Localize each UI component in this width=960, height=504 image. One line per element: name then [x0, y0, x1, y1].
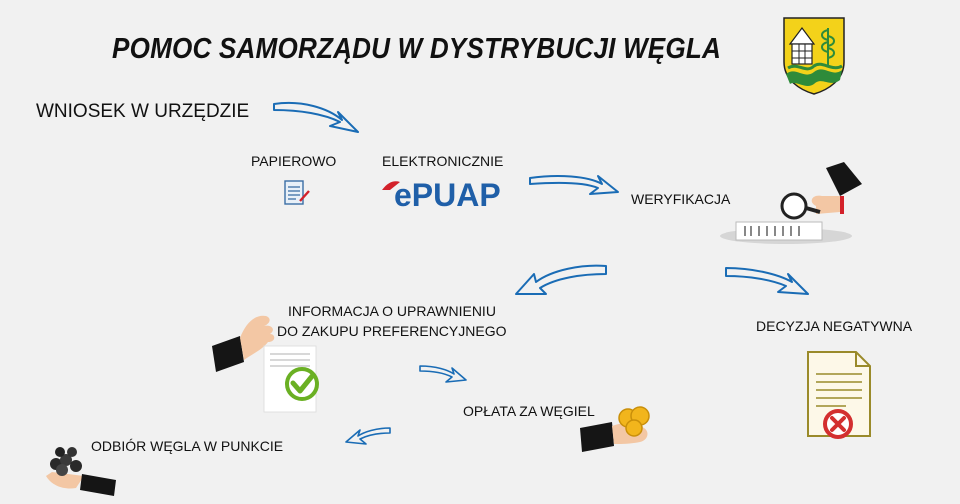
arrow-to-payment — [419, 365, 467, 383]
arrow-to-approval — [515, 264, 607, 295]
approved-document-icon — [263, 345, 319, 413]
negative-decision-label: DECYZJA NEGATYWNA — [756, 318, 913, 334]
hand-icon — [212, 315, 275, 372]
pickup-label: ODBIÓR WĘGLA W PUNKCIE — [91, 438, 284, 454]
verification-label: WERYFIKACJA — [631, 191, 731, 207]
magnifier-hand-icon — [720, 162, 862, 244]
arrow-to-rejection — [725, 267, 809, 295]
coal-hand-icon — [46, 447, 116, 496]
coins-hand-icon — [580, 406, 650, 452]
eligibility-info-line2: DO ZAKUPU PREFERENCYJNEGO — [277, 323, 507, 339]
eligibility-info-line1: INFORMACJA O UPRAWNIENIU — [288, 303, 496, 319]
arrow-to-verification — [529, 175, 619, 195]
page-title: POMOC SAMORZĄDU W DYSTRYBUCJI WĘGLA — [112, 33, 722, 65]
svg-text:ePUAP: ePUAP — [394, 177, 501, 213]
arrow-to-channels — [273, 102, 359, 133]
epuap-logo: ePUAP — [382, 177, 501, 213]
arrow-to-pickup — [345, 427, 391, 445]
paper-channel-label: PAPIEROWO — [251, 153, 337, 169]
payment-label: OPŁATA ZA WĘGIEL — [463, 403, 595, 419]
rejected-document-icon — [807, 351, 871, 439]
paper-form-icon — [284, 180, 310, 205]
electronic-channel-label: ELEKTRONICZNIE — [382, 153, 504, 169]
application-label: WNIOSEK W URZĘDZIE — [36, 101, 250, 122]
coat-of-arms-icon — [783, 17, 845, 95]
